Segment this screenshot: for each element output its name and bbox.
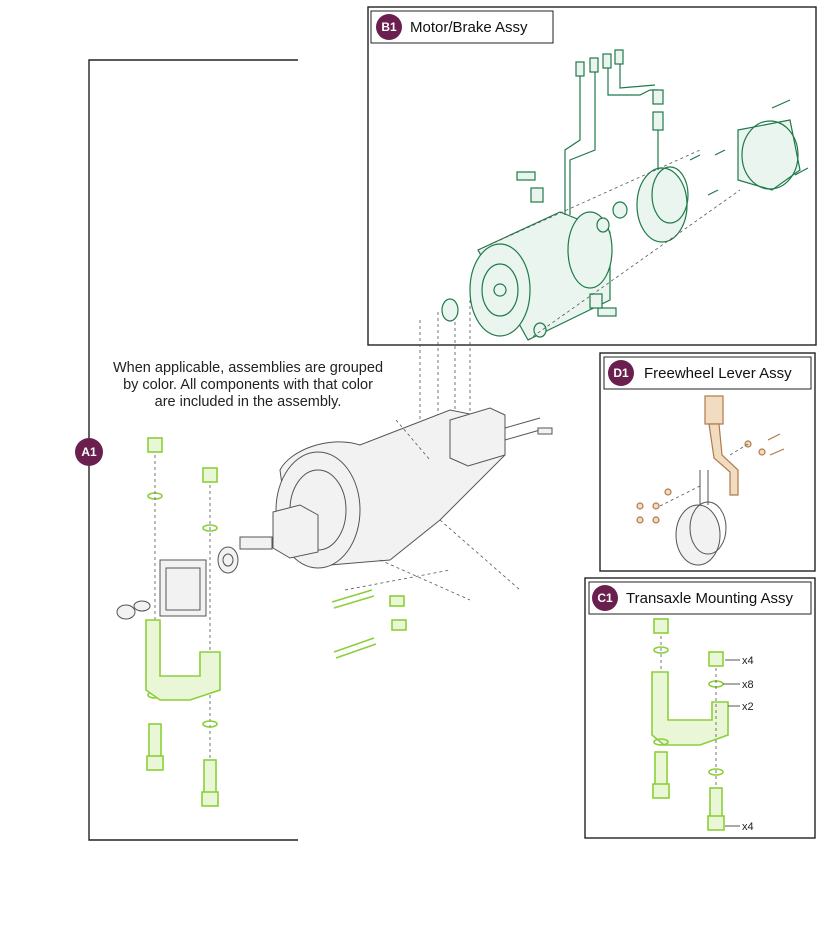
mounting-hardware-illustration: [116, 437, 407, 807]
motor-illustration: [419, 49, 809, 440]
b1-badge-circle: [376, 14, 402, 40]
c1-badge-circle: [592, 585, 618, 611]
d1-badge-circle: [608, 360, 634, 386]
b1-badge-label: B1: [381, 20, 397, 34]
d1-title-box: [603, 356, 812, 390]
note-line-3: are included in the assembly.: [155, 394, 342, 410]
c1-title: Transaxle Mounting Assy: [626, 590, 794, 607]
c1-qty-washer: x8: [742, 679, 754, 691]
c1-frame: [584, 577, 816, 839]
b1-frame: [367, 6, 817, 346]
a1-frame: [88, 59, 298, 841]
transaxle-mounting-illustration: [651, 618, 740, 831]
freewheel-lever-illustration: [636, 395, 785, 566]
d1-badge-label: D1: [613, 366, 629, 380]
a1-badge-label: A1: [81, 445, 97, 459]
c1-qty-bolt: x4: [742, 821, 754, 833]
note-line-1: When applicable, assemblies are grouped: [113, 360, 383, 376]
d1-title: Freewheel Lever Assy: [644, 365, 792, 382]
note-line-2: by color. All components with that color: [123, 377, 373, 393]
c1-qty-nut: x4: [742, 655, 754, 667]
c1-title-box: [588, 581, 812, 615]
color-grouping-note: When applicable, assemblies are grouped …: [113, 360, 383, 410]
c1-qty-bracket: x2: [742, 701, 754, 713]
transaxle-illustration: [217, 407, 553, 601]
a1-badge: A1: [75, 438, 103, 466]
c1-badge-label: C1: [597, 591, 613, 605]
a1-badge-circle: [75, 438, 103, 466]
b1-title: Motor/Brake Assy: [410, 19, 528, 36]
d1-frame: [599, 352, 816, 572]
